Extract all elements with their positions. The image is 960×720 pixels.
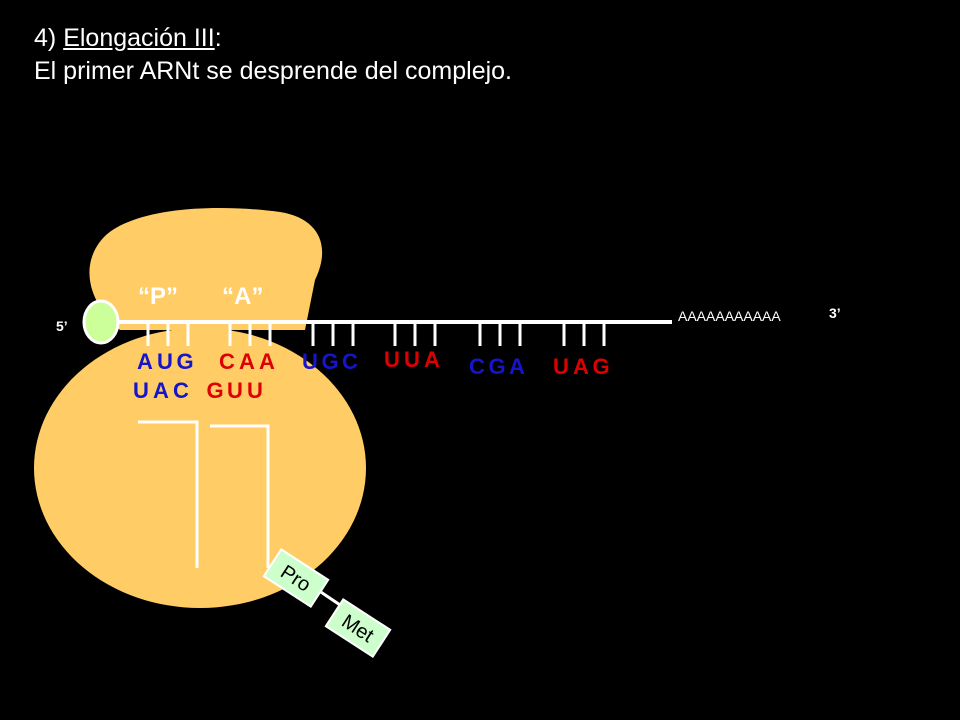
step-description: El primer ARNt se desprende del complejo… xyxy=(34,57,513,85)
anticodon-base: U xyxy=(247,378,263,403)
amino-acid-box xyxy=(262,547,330,609)
mrna-base: U xyxy=(157,349,173,374)
mrna-base: U xyxy=(553,354,569,379)
anticodon-base: C xyxy=(173,378,189,403)
mrna-5prime-cap xyxy=(82,299,120,345)
anticodon-base: G xyxy=(206,378,223,403)
mrna-base: A xyxy=(509,354,525,379)
mrna-base: C xyxy=(219,349,235,374)
mrna-base: A xyxy=(573,354,589,379)
p-site-label: “P” xyxy=(138,283,178,310)
trna-stems xyxy=(138,420,270,568)
amino-acid-box xyxy=(324,597,392,659)
a-site-label: “A” xyxy=(222,283,263,310)
mrna-base: A xyxy=(259,349,275,374)
mrna-base: G xyxy=(592,354,609,379)
three-prime-label: 3’ xyxy=(829,305,841,321)
amino-acid-met: Met xyxy=(324,597,392,659)
mrna-base: C xyxy=(342,349,358,374)
anticodon-base: A xyxy=(153,378,169,403)
mrna-base: C xyxy=(469,354,485,379)
mrna-base: A xyxy=(137,349,153,374)
five-prime-label: 5’ xyxy=(56,318,68,334)
step-heading: Elongación III xyxy=(63,24,215,52)
mrna-base: G xyxy=(321,349,338,374)
ribosome-large-subunit xyxy=(34,328,366,608)
mrna-base: U xyxy=(302,349,318,374)
anticodon-base: U xyxy=(227,378,243,403)
slide-title: 4) Elongación III: El primer ARNt se des… xyxy=(34,22,512,88)
mrna-base: G xyxy=(488,354,505,379)
mrna-base: G xyxy=(176,349,193,374)
mrna-base: A xyxy=(239,349,255,374)
heading-colon: : xyxy=(214,24,222,52)
mrna-base: A xyxy=(424,347,440,372)
mrna-base: U xyxy=(384,347,400,372)
mrna-base: U xyxy=(404,347,420,372)
trna-2-stem xyxy=(210,424,270,568)
poly-a-tail: AAAAAAAAAAA xyxy=(678,308,781,324)
mrna-base-ticks xyxy=(146,324,606,346)
step-number: 4) xyxy=(34,24,64,52)
trna-1-stem xyxy=(138,420,199,568)
anticodon-base: U xyxy=(133,378,149,403)
ribosome-small-subunit xyxy=(89,207,323,330)
